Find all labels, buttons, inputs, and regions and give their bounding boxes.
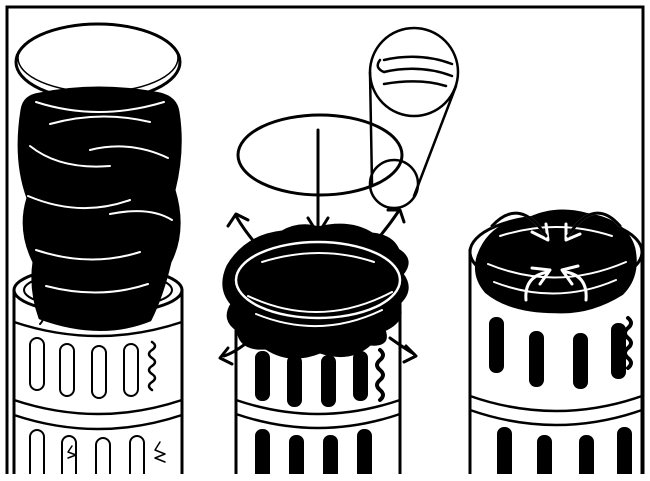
step-3-illustration (470, 211, 642, 481)
step-2-illustration (220, 28, 458, 481)
step-2-ring (238, 115, 402, 195)
step-1-illustration (14, 24, 182, 481)
